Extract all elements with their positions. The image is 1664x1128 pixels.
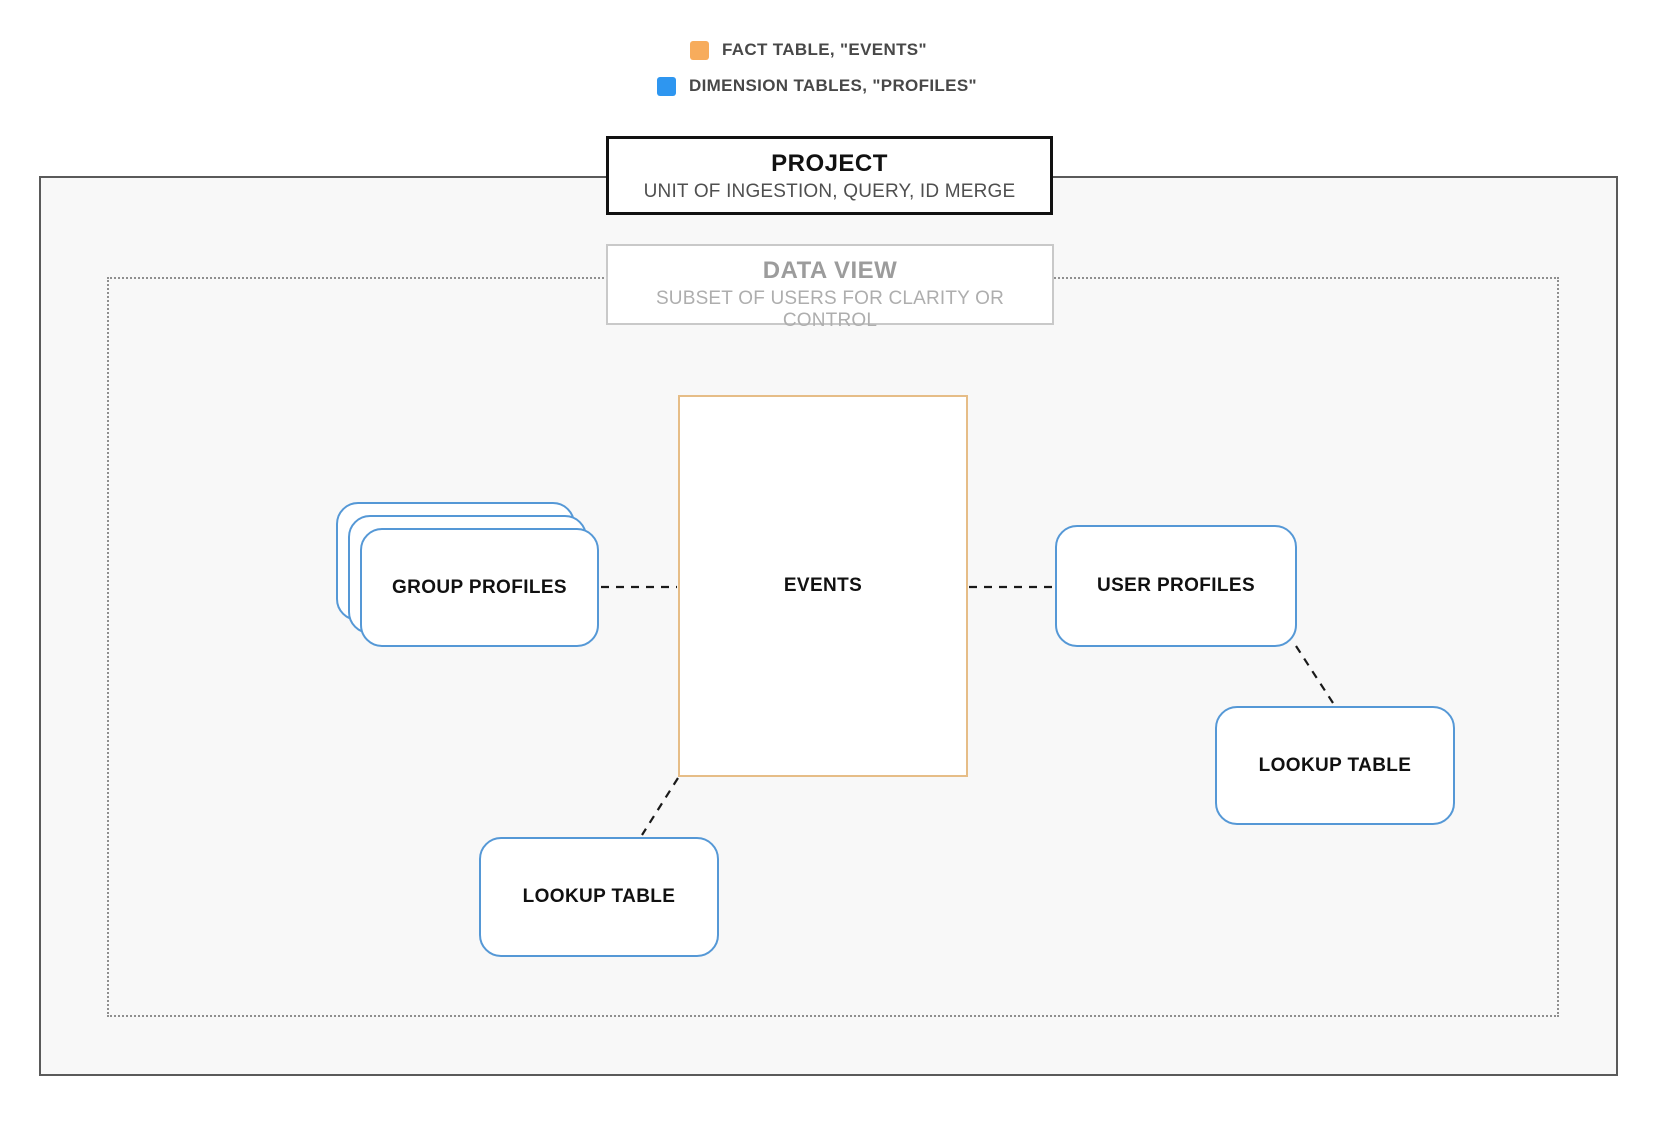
- node-group-profiles: GROUP PROFILES: [360, 528, 599, 647]
- legend-item-fact-table: FACT TABLE, "EVENTS": [690, 40, 927, 60]
- legend-item-label: DIMENSION TABLES, "PROFILES": [689, 76, 977, 95]
- node-user-profiles: USER PROFILES: [1055, 525, 1297, 647]
- data-view-subtitle: SUBSET OF USERS FOR CLARITY OR CONTROL: [655, 288, 1005, 331]
- project-title: PROJECT: [771, 150, 888, 177]
- node-lookup-table-right-label: LOOKUP TABLE: [1258, 754, 1412, 776]
- legend-item-label: FACT TABLE, "EVENTS": [722, 40, 927, 59]
- node-lookup-table-bottom-label: LOOKUP TABLE: [522, 886, 676, 907]
- data-view-title: DATA VIEW: [762, 257, 898, 284]
- project-subtitle: UNIT OF INGESTION, QUERY, ID MERGE: [643, 181, 1016, 202]
- fact-table-swatch-icon: [690, 40, 709, 60]
- node-lookup-table-bottom: LOOKUP TABLE: [479, 837, 719, 957]
- node-events-label: EVENTS: [783, 575, 863, 596]
- node-lookup-table-right: LOOKUP TABLE: [1215, 706, 1455, 825]
- project-header-box: PROJECT UNIT OF INGESTION, QUERY, ID MER…: [606, 136, 1053, 215]
- node-user-profiles-label: USER PROFILES: [1096, 575, 1256, 596]
- dimension-tables-swatch-icon: [657, 76, 676, 96]
- legend-item-dimension-tables: DIMENSION TABLES, "PROFILES": [657, 76, 977, 96]
- node-events: EVENTS: [678, 395, 968, 777]
- node-group-profiles-label: GROUP PROFILES: [392, 576, 567, 598]
- data-view-header-box: DATA VIEW SUBSET OF USERS FOR CLARITY OR…: [606, 244, 1054, 331]
